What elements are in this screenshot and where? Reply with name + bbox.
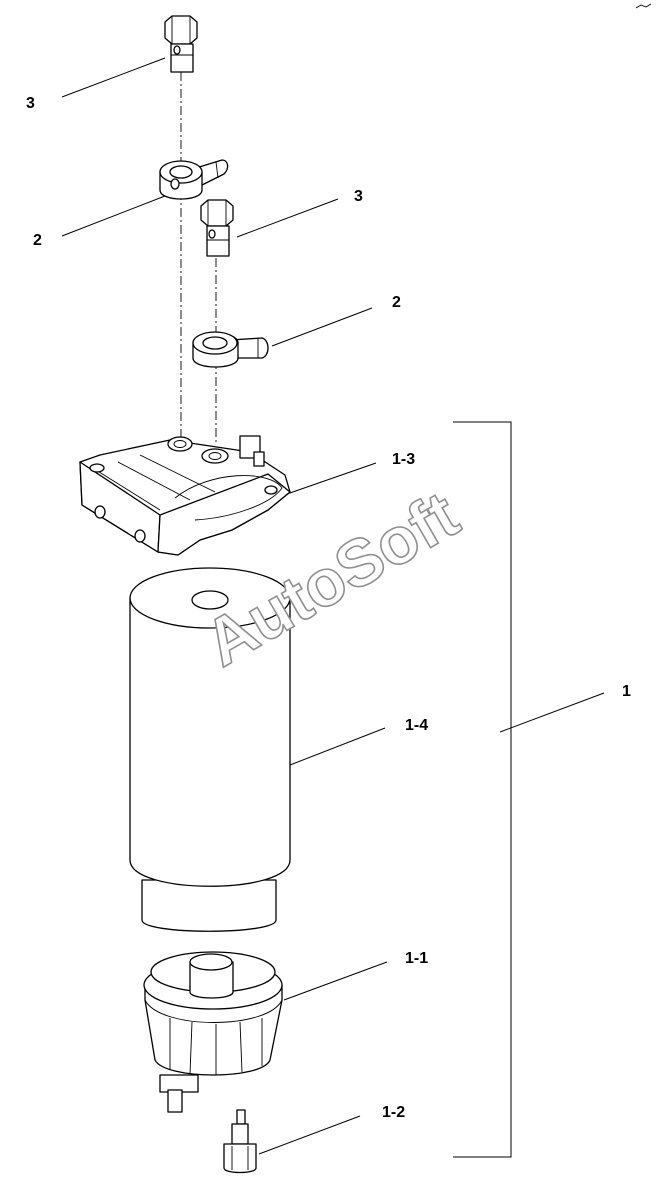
assembly-bracket [453,421,512,1158]
callout-2-top: 2 [33,232,42,249]
leader-assembly [499,692,605,733]
callout-2-mid: 2 [392,294,401,311]
callout-1-1: 1-1 [405,950,428,967]
banjo-fitting-mid [192,331,269,368]
banjo-bolt-top [164,15,198,73]
filter-element [129,567,291,932]
callout-1-2: 1-2 [382,1104,405,1121]
leader-bolt-top [61,57,166,98]
leader-bolt-mid [236,198,339,238]
banjo-bolt-mid [200,199,234,257]
leader-filter [289,727,386,766]
callout-3-top: 3 [26,95,35,112]
filter-bowl [143,951,283,1113]
callout-3-mid: 3 [354,188,363,205]
corner-mark [635,3,652,9]
leader-drain [258,1115,361,1155]
callout-1-4: 1-4 [405,717,428,734]
callout-1: 1 [622,683,631,700]
banjo-fitting-top [159,159,229,200]
leader-bowl [283,961,388,1001]
filter-head [79,435,291,556]
leader-banjo-mid [271,307,373,347]
leader-head [286,462,377,495]
drain-plug [223,1109,257,1174]
leader-banjo-top [61,195,166,237]
callout-1-3: 1-3 [392,451,415,468]
